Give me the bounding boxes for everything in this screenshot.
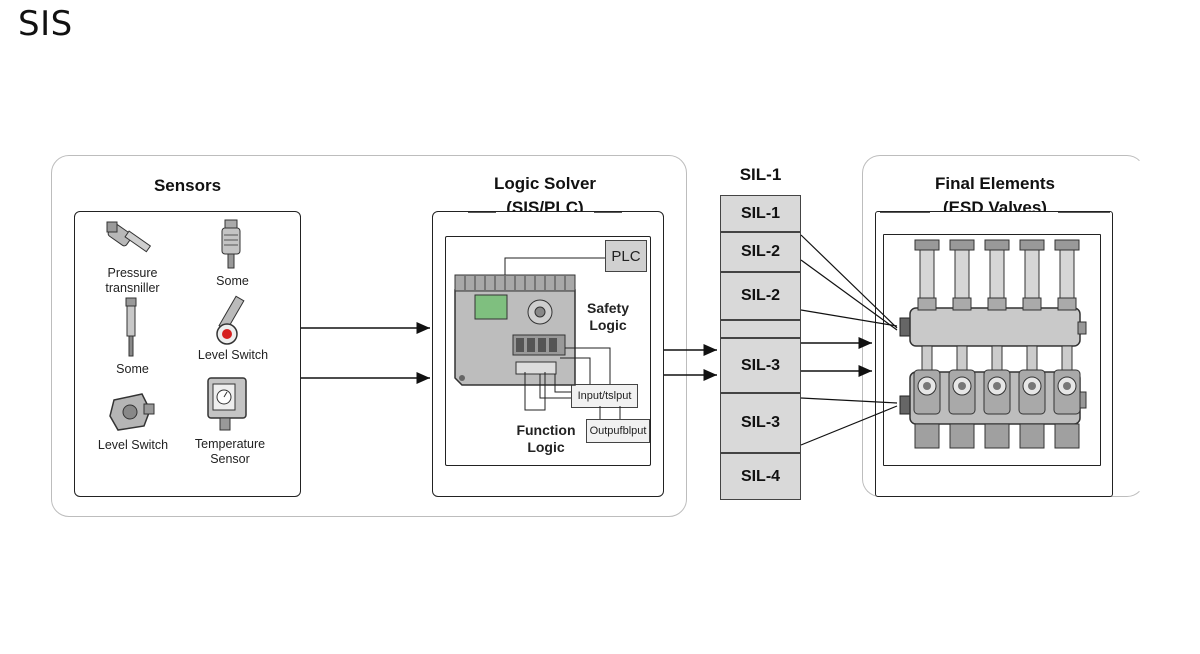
- plc-label-box: PLC: [605, 240, 647, 272]
- sensor-label-level-switch-1: Level Switch: [197, 348, 269, 362]
- sil-cell-7: SIL-4: [720, 453, 801, 500]
- logic-solver-heading: Logic Solver: [493, 174, 597, 193]
- sensor-label-pressure: Pressure transniller: [105, 266, 160, 295]
- page-title: SIS: [18, 4, 73, 44]
- plc-device-icon: [454, 274, 576, 386]
- final-elements-heading: Final Elements: [935, 174, 1055, 193]
- sil-header: SIL-1: [739, 165, 782, 184]
- sis-panel: [51, 155, 687, 517]
- input-box: Input/tslput: [571, 384, 638, 408]
- sil-cell-6: SIL-3: [720, 393, 801, 453]
- sil-cell-1: SIL-1: [720, 195, 801, 232]
- sensor-label-some-2: Some: [116, 362, 149, 376]
- sensor-label-some-1: Some: [216, 274, 249, 288]
- pressure-transmitter-icon: [106, 221, 152, 253]
- level-switch-body-icon: [109, 393, 155, 431]
- temperature-sensor-icon: [207, 377, 247, 431]
- sensor-label-temperature: Temperature Sensor: [194, 437, 266, 466]
- sil-cell-3: SIL-2: [720, 272, 801, 320]
- safety-logic-label: Safety Logic: [586, 300, 630, 333]
- esd-valve-assembly: [899, 239, 1087, 449]
- sil-cell-4: [720, 320, 801, 338]
- sensors-box: [74, 211, 301, 497]
- thermowell-icon: [125, 297, 137, 357]
- sensors-heading: Sensors: [153, 176, 222, 195]
- sensor-probe-icon: [221, 219, 241, 269]
- sil-cell-5: SIL-3: [720, 338, 801, 393]
- sil-column: SIL-1 SIL-2 SIL-2 SIL-3 SIL-3 SIL-4: [720, 195, 801, 500]
- level-switch-gauge-icon: [216, 295, 245, 345]
- sil-cell-2: SIL-2: [720, 232, 801, 272]
- function-logic-label: Function Logic: [516, 422, 576, 455]
- sensor-label-level-switch-2: Level Switch: [97, 438, 169, 452]
- output-box: Outpufblput: [586, 419, 650, 443]
